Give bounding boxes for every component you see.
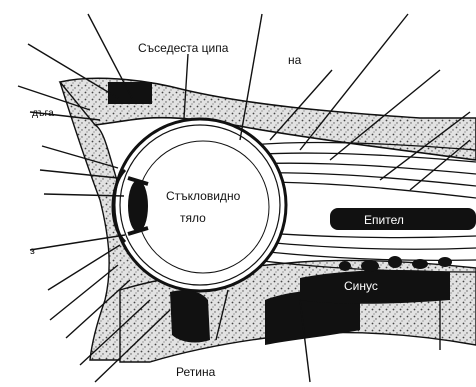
vitreous-body bbox=[137, 141, 269, 273]
lens bbox=[128, 180, 148, 232]
label-conjunctiva: Съседеста ципа bbox=[138, 41, 229, 55]
label-epithelium: Епител bbox=[364, 213, 404, 227]
label-sinus: Синус bbox=[344, 279, 378, 293]
label-na: на bbox=[288, 53, 302, 67]
label-arch: дъга bbox=[32, 107, 54, 119]
label-body: тяло bbox=[180, 211, 206, 225]
label-retina: Ретина bbox=[176, 365, 216, 379]
label-vitreous: Стъкловидно bbox=[166, 189, 241, 203]
label-z: з bbox=[30, 245, 35, 257]
bone-chamber-left bbox=[170, 290, 210, 342]
